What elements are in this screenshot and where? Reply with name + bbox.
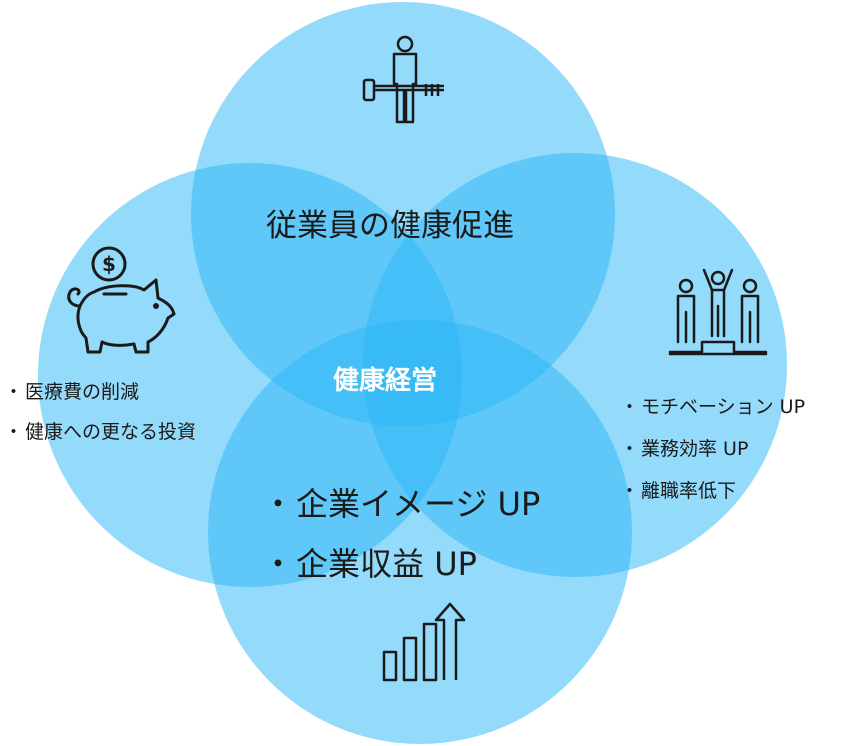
list-item-label: 企業イメージ UP <box>296 485 541 523</box>
bullet: ・ <box>262 485 295 523</box>
list-item-label: 離職率低下 <box>641 480 737 502</box>
list-item: ・健康への更なる投資 <box>4 412 196 452</box>
list-item-label: 健康への更なる投資 <box>25 421 197 443</box>
list-item: ・離職率低下 <box>620 470 805 512</box>
list-item: ・医療費の削減 <box>4 372 196 412</box>
list-item-label: 医療費の削減 <box>25 381 140 403</box>
list-item: ・企業収益 UP <box>262 534 540 594</box>
bullet: ・ <box>4 381 24 403</box>
bottom-list: ・企業イメージ UP ・企業収益 UP <box>262 474 540 594</box>
list-item-label: 業務効率 UP <box>641 438 749 460</box>
weightlifter-icon <box>362 35 444 124</box>
bullet: ・ <box>620 480 640 502</box>
bullet: ・ <box>620 396 640 418</box>
team-celebration-podium-icon <box>668 268 768 356</box>
left-list: ・医療費の削減 ・健康への更なる投資 <box>4 372 196 452</box>
bullet: ・ <box>262 545 295 583</box>
piggy-bank-dollar-icon: $ <box>67 246 176 354</box>
list-item: ・企業イメージ UP <box>262 474 540 534</box>
list-item-label: モチベーション UP <box>641 396 806 418</box>
growth-bar-chart-arrow-icon <box>382 602 466 682</box>
top-title: 従業員の健康促進 <box>266 208 514 244</box>
list-item-label: 企業収益 UP <box>296 545 477 583</box>
right-list: ・モチベーション UP ・業務効率 UP ・離職率低下 <box>620 386 805 512</box>
bullet: ・ <box>620 438 640 460</box>
bottom-circle <box>208 320 632 744</box>
bullet: ・ <box>4 421 24 443</box>
list-item: ・業務効率 UP <box>620 428 805 470</box>
center-title: 健康経営 <box>333 366 438 396</box>
list-item: ・モチベーション UP <box>620 386 805 428</box>
svg-text:$: $ <box>102 252 116 276</box>
